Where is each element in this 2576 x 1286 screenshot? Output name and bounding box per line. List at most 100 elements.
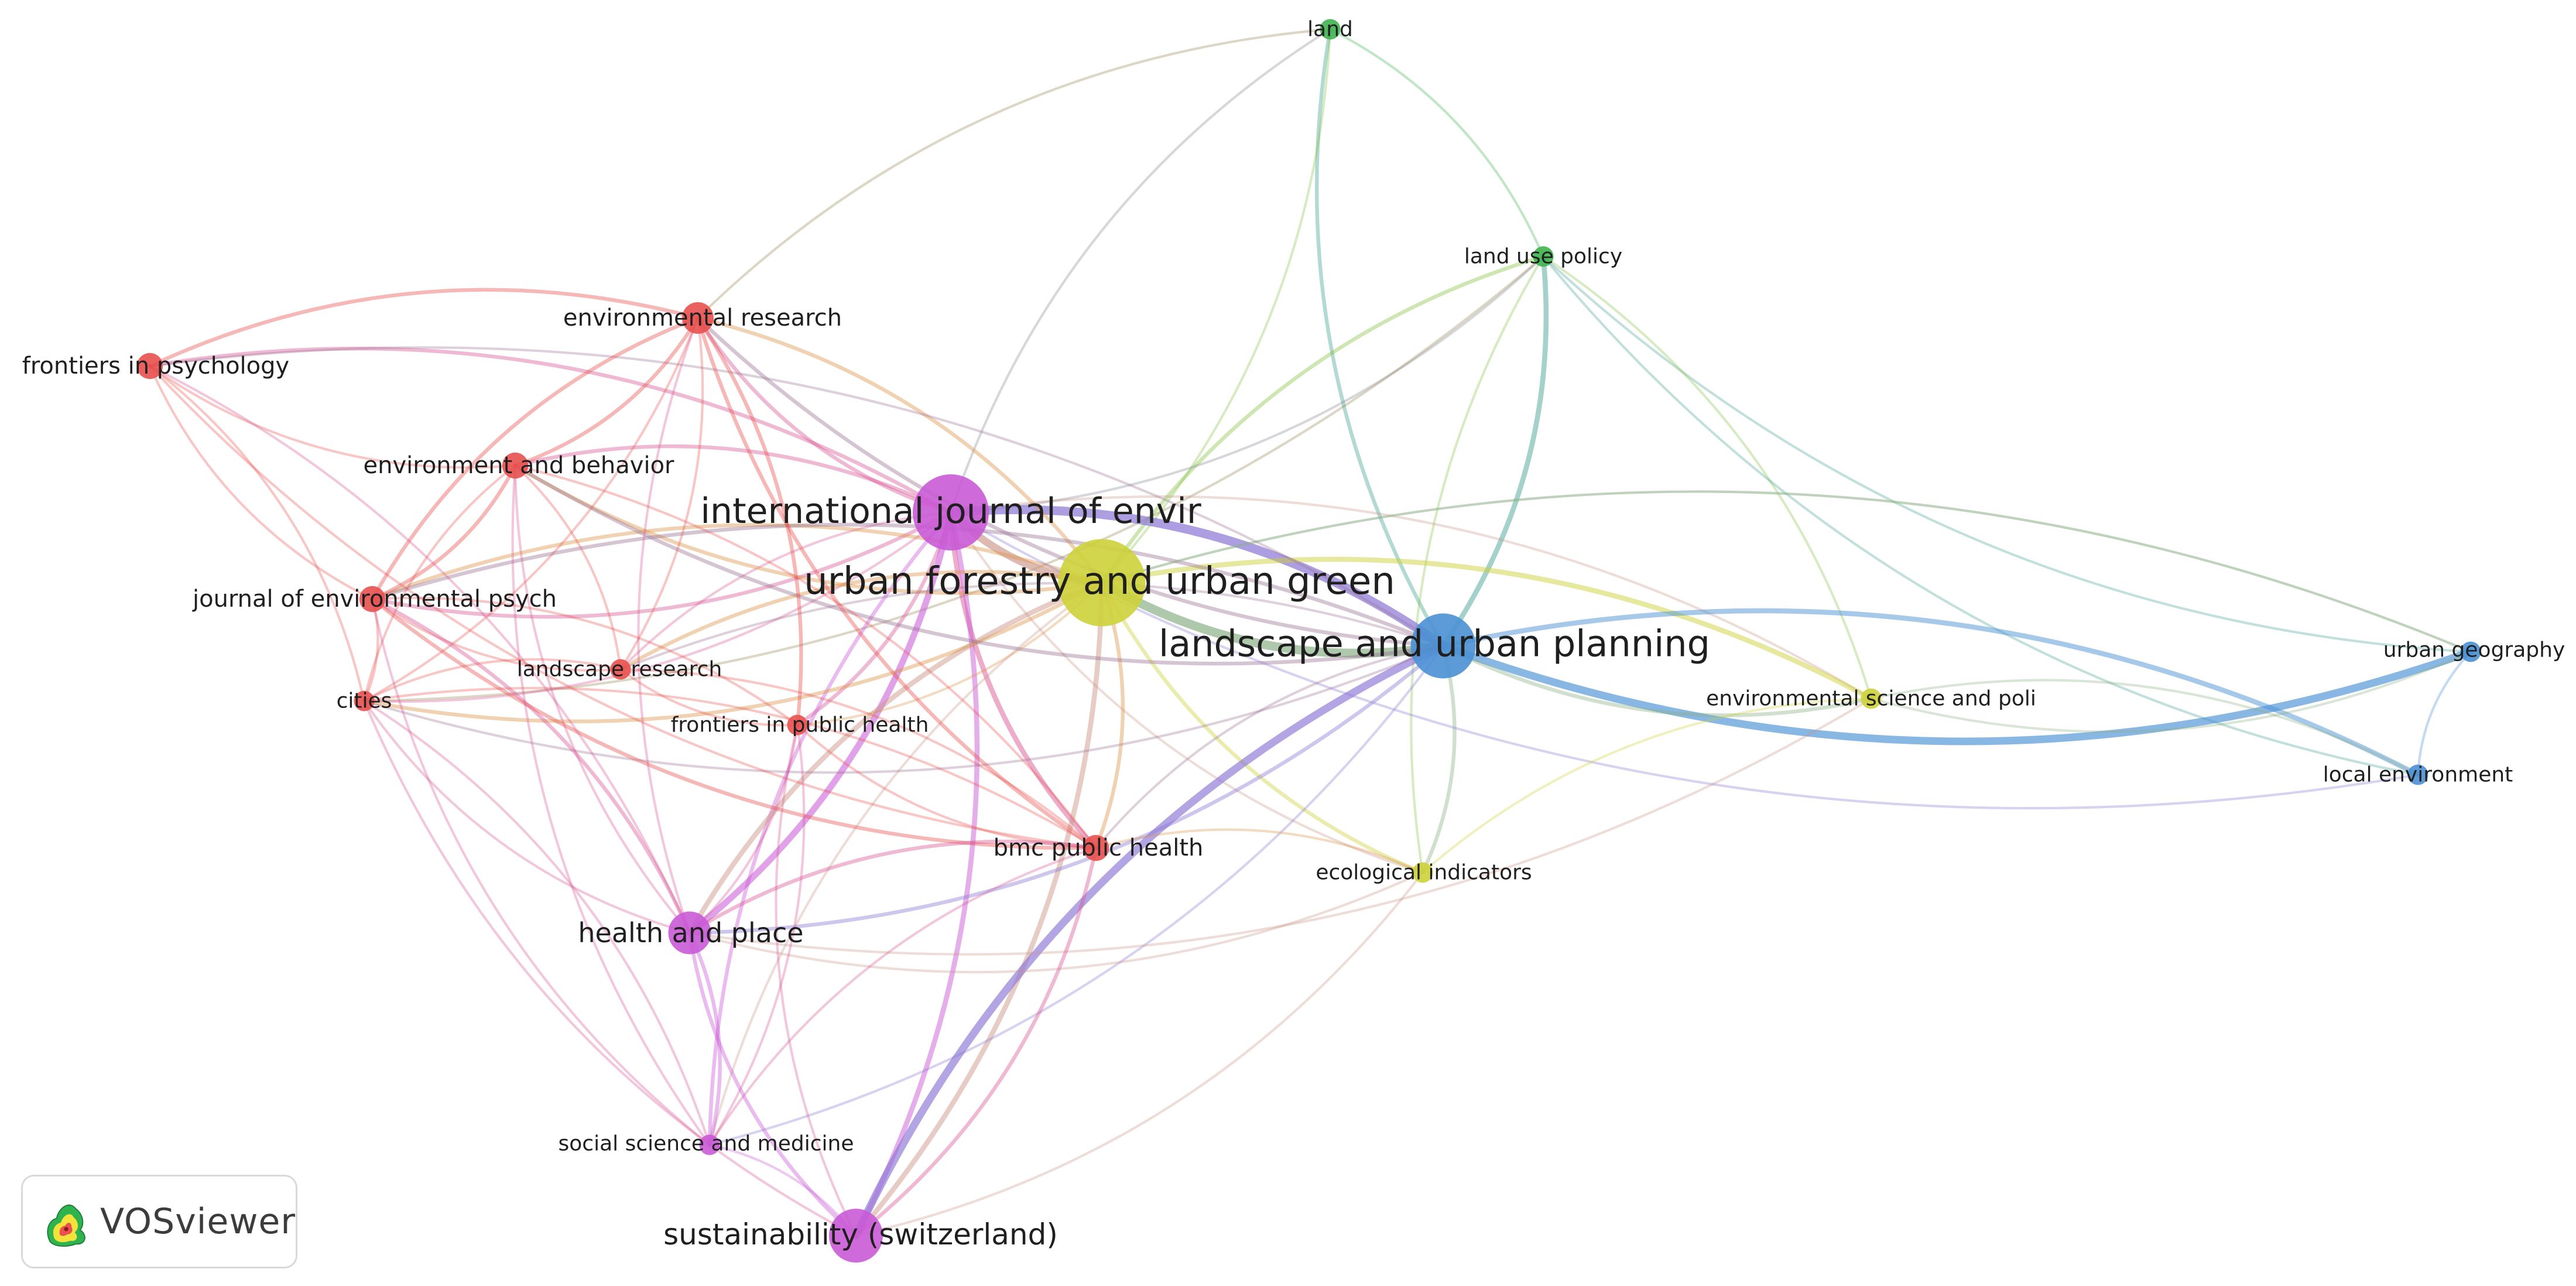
edge-cities-hp xyxy=(362,699,691,935)
node-label-bmc[interactable]: bmc public health xyxy=(994,834,1204,861)
node-sust[interactable] xyxy=(829,1209,883,1263)
edge-luse-ufug xyxy=(1099,254,1546,585)
edge-ecoind-bmc xyxy=(1094,828,1424,874)
node-label-lur[interactable]: landscape research xyxy=(517,658,722,682)
edge-ijer-sust xyxy=(853,509,980,1239)
node-ijer[interactable] xyxy=(913,474,989,550)
edge-ufug-lup xyxy=(1097,578,1448,658)
edge-ufug-ecoind xyxy=(1099,580,1425,875)
node-jep[interactable] xyxy=(359,586,386,613)
edge-ecoind-sust xyxy=(854,871,1424,1237)
edge-luse-le xyxy=(1542,255,2420,777)
edge-ijer-bmc xyxy=(948,509,1099,851)
edge-cities-bmc xyxy=(362,686,1098,850)
node-envres[interactable] xyxy=(682,302,714,334)
node-frpsy[interactable] xyxy=(136,353,163,379)
edge-ufug-jep xyxy=(370,523,1104,601)
node-label-envbeh[interactable]: environment and behavior xyxy=(364,452,675,479)
node-esp[interactable] xyxy=(1861,688,1882,709)
edge-envres-lur xyxy=(619,316,704,671)
vosviewer-logo-icon xyxy=(47,1205,85,1247)
node-label-frph[interactable]: frontiers in public health xyxy=(671,713,929,737)
node-label-ufug[interactable]: urban forestry and urban green xyxy=(804,560,1395,603)
node-luse[interactable] xyxy=(1533,246,1554,267)
node-label-ecoind[interactable]: ecological indicators xyxy=(1316,861,1532,885)
edge-le-ijer xyxy=(949,511,2420,810)
edge-envres-bmc xyxy=(696,316,1098,850)
edge-ijer-esp xyxy=(949,495,1873,700)
edge-ufug-esp xyxy=(1099,556,1874,702)
edge-ufug-cities xyxy=(362,580,1104,724)
node-label-frpsy[interactable]: frontiers in psychology xyxy=(22,353,289,379)
node-label-jep[interactable]: journal of environmental psych xyxy=(192,586,557,613)
node-label-hp[interactable]: health and place xyxy=(578,917,803,949)
edge-ecoind-hp xyxy=(688,871,1424,974)
edge-frpsy-bmc xyxy=(148,364,1098,850)
edge-ijer-lup xyxy=(946,505,1448,651)
edge-jep-frph xyxy=(371,596,799,727)
edge-ijer-envbeh xyxy=(513,444,953,515)
node-label-luse[interactable]: land use policy xyxy=(1464,245,1622,269)
node-lur[interactable] xyxy=(610,659,631,680)
node-label-cities[interactable]: cities xyxy=(337,689,392,713)
node-bmc[interactable] xyxy=(1083,834,1109,861)
edge-envbeh-cities xyxy=(362,464,517,703)
edge-ug-ufug xyxy=(1100,490,2472,654)
edge-frpsy-jep xyxy=(148,364,374,601)
node-label-ug[interactable]: urban geography xyxy=(2383,638,2565,662)
node-label-lup[interactable]: landscape and urban planning xyxy=(1159,623,1710,665)
edge-le-esp xyxy=(1869,679,2420,777)
edge-ufug-frph xyxy=(796,581,1104,727)
node-hp[interactable] xyxy=(668,911,711,955)
edge-ijer-ssm xyxy=(707,510,953,1147)
edge-lur-bmc xyxy=(619,668,1098,850)
node-label-sust[interactable]: sustainability (switzerland) xyxy=(663,1217,1058,1251)
node-envbeh[interactable] xyxy=(502,452,529,479)
node-label-esp[interactable]: environmental science and poli xyxy=(1706,687,2036,711)
edge-envbeh-ssm xyxy=(511,464,711,1147)
edge-ijer-jep xyxy=(370,510,953,619)
edge-envres-jep xyxy=(370,316,700,601)
edge-envres-cities xyxy=(362,316,700,703)
edge-ijer-hp xyxy=(686,509,954,936)
node-label-ssm[interactable]: social science and medicine xyxy=(559,1132,854,1156)
edge-envbeh-bmc xyxy=(513,464,1098,850)
edge-ijer-envres xyxy=(696,316,953,515)
node-frph[interactable] xyxy=(787,714,808,736)
node-ufug[interactable] xyxy=(1058,539,1146,627)
edge-ijer-frpsy xyxy=(148,347,953,515)
node-ssm[interactable] xyxy=(699,1134,720,1155)
edge-jep-ssm xyxy=(371,597,711,1147)
edge-lup-jep xyxy=(370,522,1445,648)
edge-ug-le xyxy=(2416,650,2472,777)
edge-bmc-hp xyxy=(687,839,1098,935)
edge-frph-hp xyxy=(688,723,799,935)
edge-land-ijer xyxy=(949,28,1332,514)
node-cities[interactable] xyxy=(354,690,375,712)
edge-frph-bmc xyxy=(796,723,1098,850)
edge-jep-hp xyxy=(370,597,692,935)
edge-ijer-ecoind xyxy=(949,511,1424,874)
edge-ufug-ug xyxy=(1100,490,2472,654)
nodes-layer xyxy=(136,19,2481,1263)
edge-luse-cities xyxy=(362,255,1545,703)
node-label-le[interactable]: local environment xyxy=(2323,763,2513,787)
edge-land-ufug xyxy=(1100,28,1332,584)
node-label-envres[interactable]: environmental research xyxy=(563,305,842,331)
node-le[interactable] xyxy=(2407,764,2428,785)
edge-luse-ijer xyxy=(949,255,1545,514)
node-land[interactable] xyxy=(1320,19,1341,40)
node-ug[interactable] xyxy=(2460,641,2481,662)
edge-cities-lur xyxy=(362,658,622,703)
node-lup[interactable] xyxy=(1410,613,1476,679)
edges-layer xyxy=(148,27,2475,1240)
edge-lup-cities xyxy=(362,644,1445,774)
node-ecoind[interactable] xyxy=(1412,862,1433,883)
vosviewer-badge: VOSviewer xyxy=(21,1175,297,1268)
edge-land-envres xyxy=(696,28,1332,320)
node-label-ijer[interactable]: international journal of envir xyxy=(700,491,1201,532)
edge-ufug-ssm xyxy=(708,581,1104,1147)
edge-ufug-sust xyxy=(853,580,1105,1239)
node-label-land[interactable]: land xyxy=(1307,18,1353,42)
